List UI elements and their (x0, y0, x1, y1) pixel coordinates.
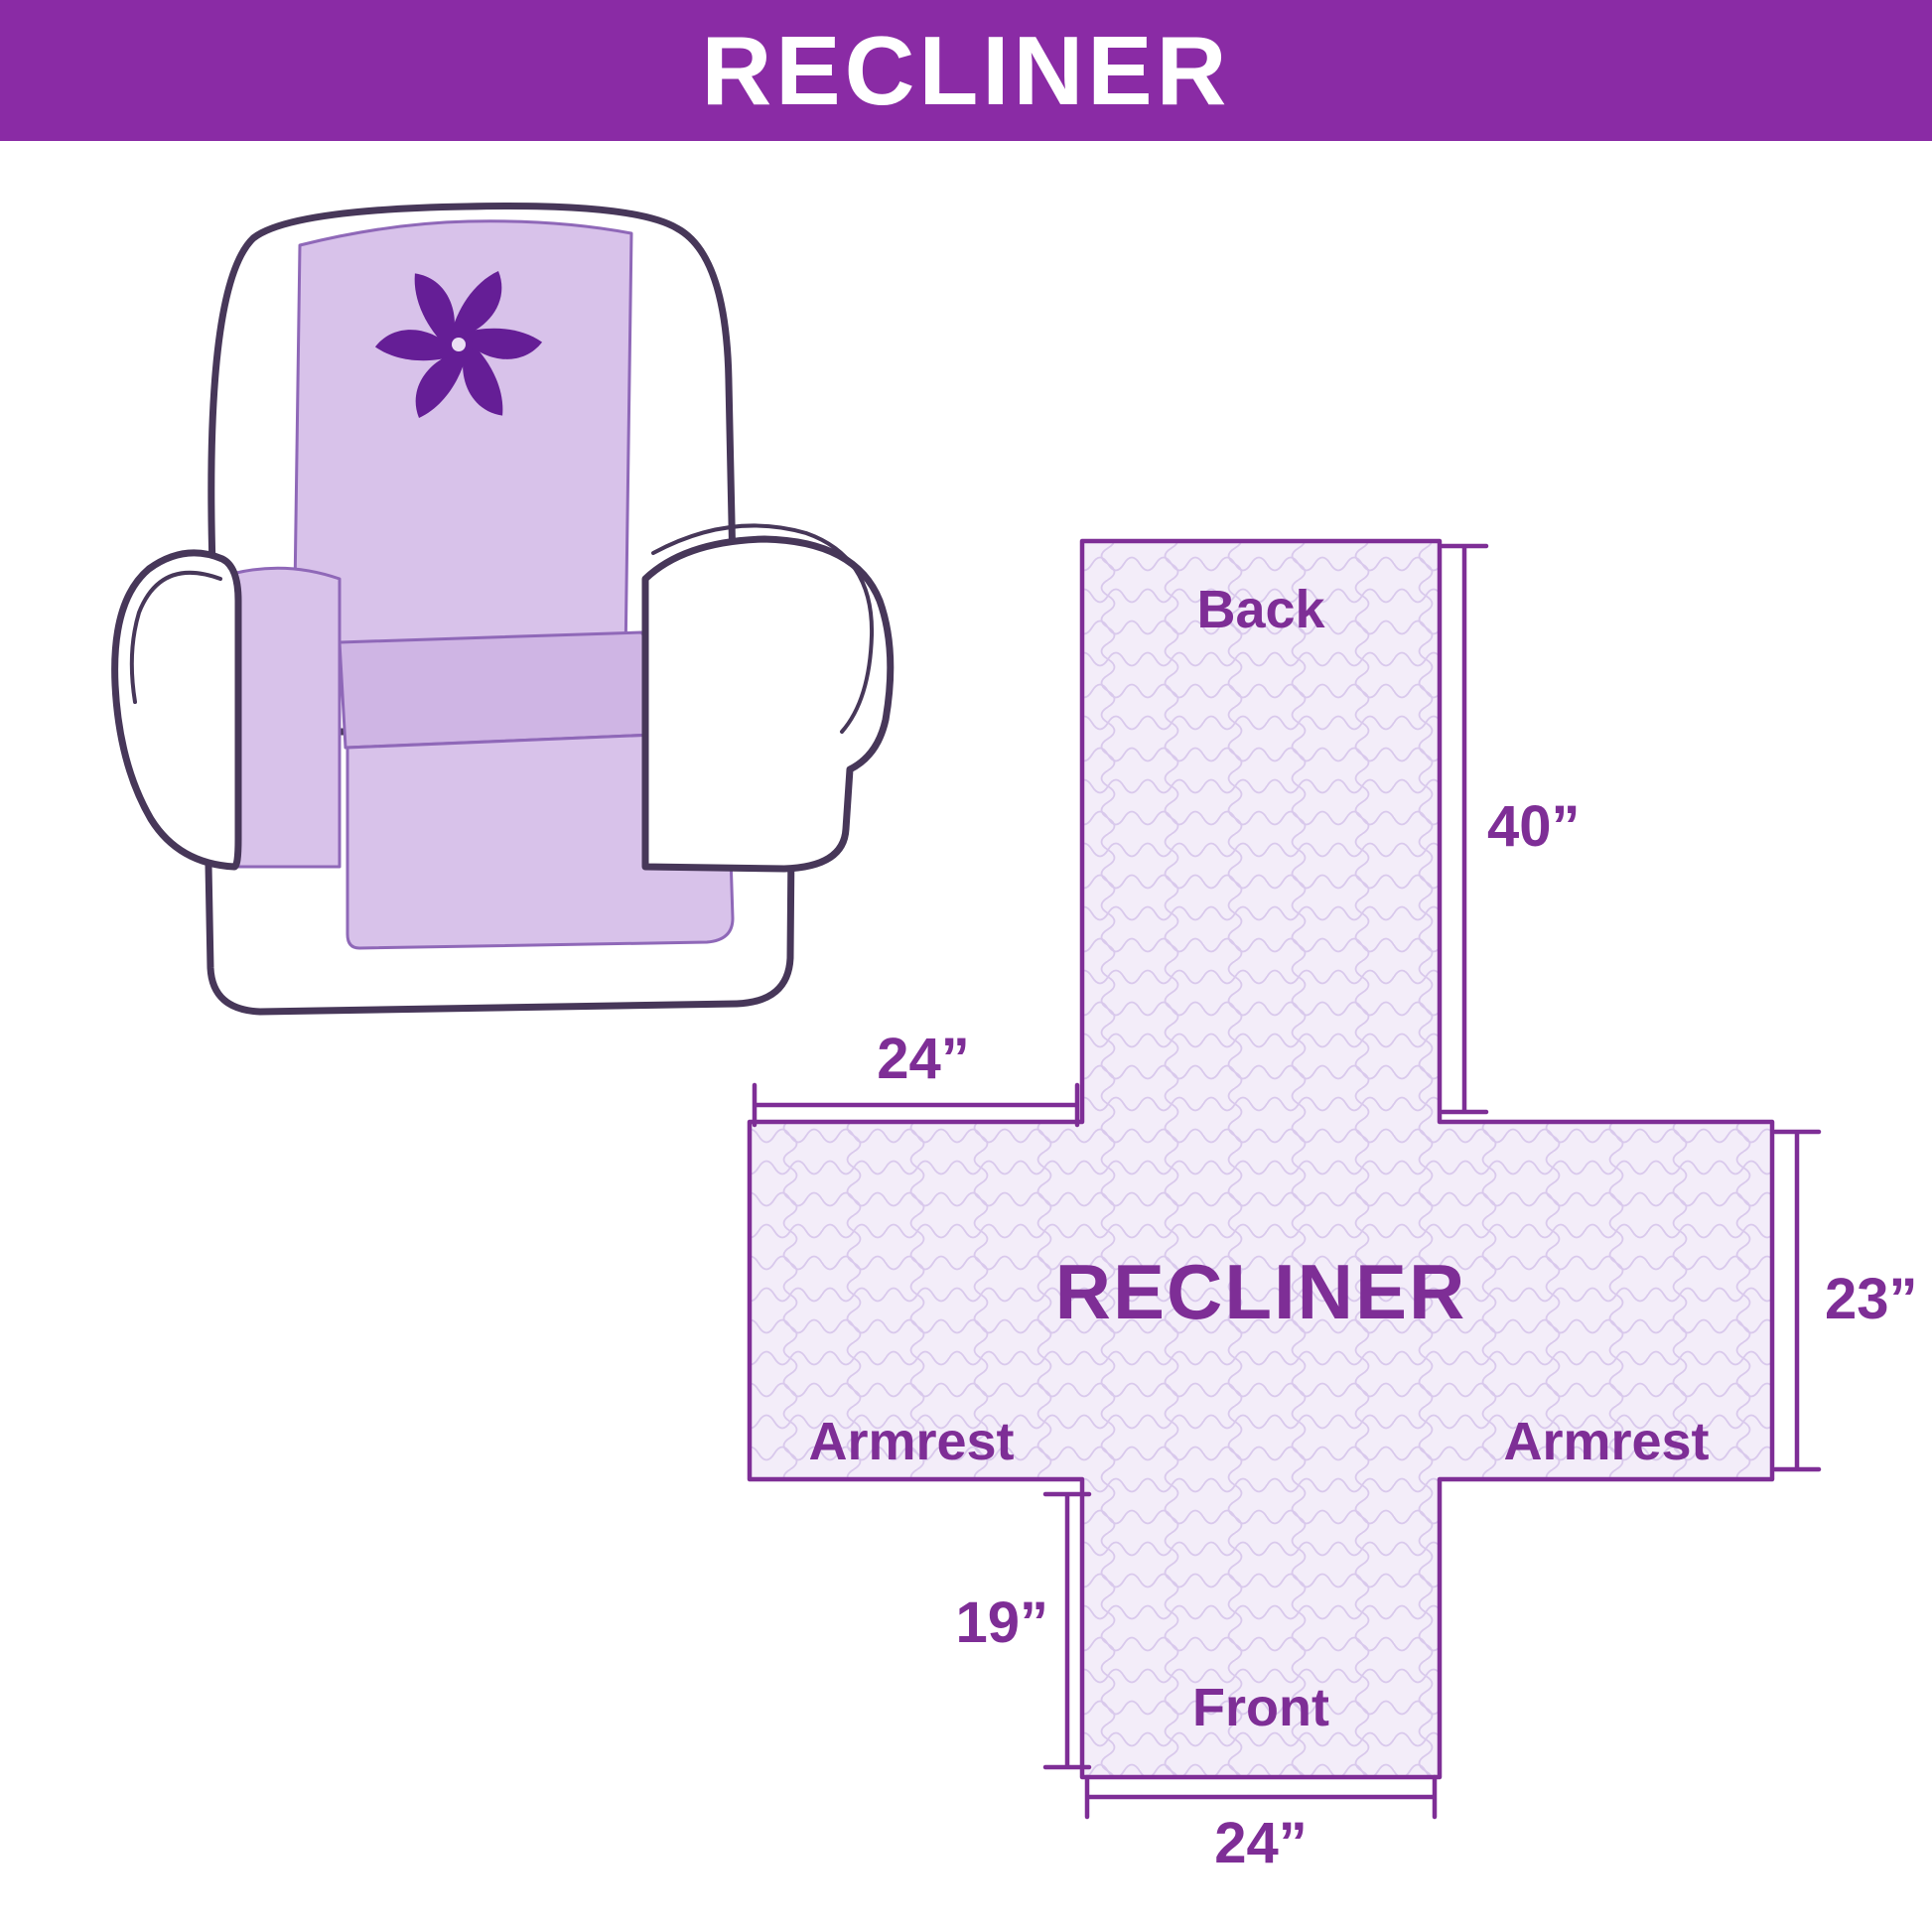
center-label: RECLINER (1055, 1248, 1467, 1335)
dim-line-armrest-top-width: 24” (752, 1027, 1080, 1128)
dim-front-flap-height-label: 19” (955, 1590, 1048, 1655)
header-banner: RECLINER (0, 0, 1932, 141)
dim-line-back-height: 40” (1440, 543, 1581, 1115)
front-label: Front (1192, 1678, 1329, 1737)
armrest-left-label: Armrest (808, 1412, 1014, 1471)
dim-line-front-flap-height: 19” (955, 1491, 1092, 1770)
chair-illustration (111, 202, 895, 1016)
back-cover-panel (292, 219, 633, 662)
pinwheel-logo (373, 270, 544, 419)
page-title: RECLINER (701, 16, 1231, 125)
cross-shape (747, 538, 1775, 1780)
dim-line-front-width: 24” (1084, 1774, 1438, 1875)
back-label: Back (1196, 580, 1325, 639)
right-arm (641, 523, 895, 873)
front-skirt (345, 730, 735, 950)
dim-front-width-label: 24” (1214, 1811, 1308, 1875)
dim-line-side-height: 23” (1772, 1129, 1918, 1472)
dim-side-height-label: 23” (1825, 1267, 1918, 1331)
dim-back-height-label: 40” (1487, 794, 1581, 859)
armrest-right-label: Armrest (1503, 1412, 1709, 1471)
dim-armrest-top-width-label: 24” (877, 1027, 970, 1091)
left-arm (111, 549, 342, 871)
cover-diagram: Back RECLINER Armrest Armrest Front 40” … (747, 538, 1918, 1875)
